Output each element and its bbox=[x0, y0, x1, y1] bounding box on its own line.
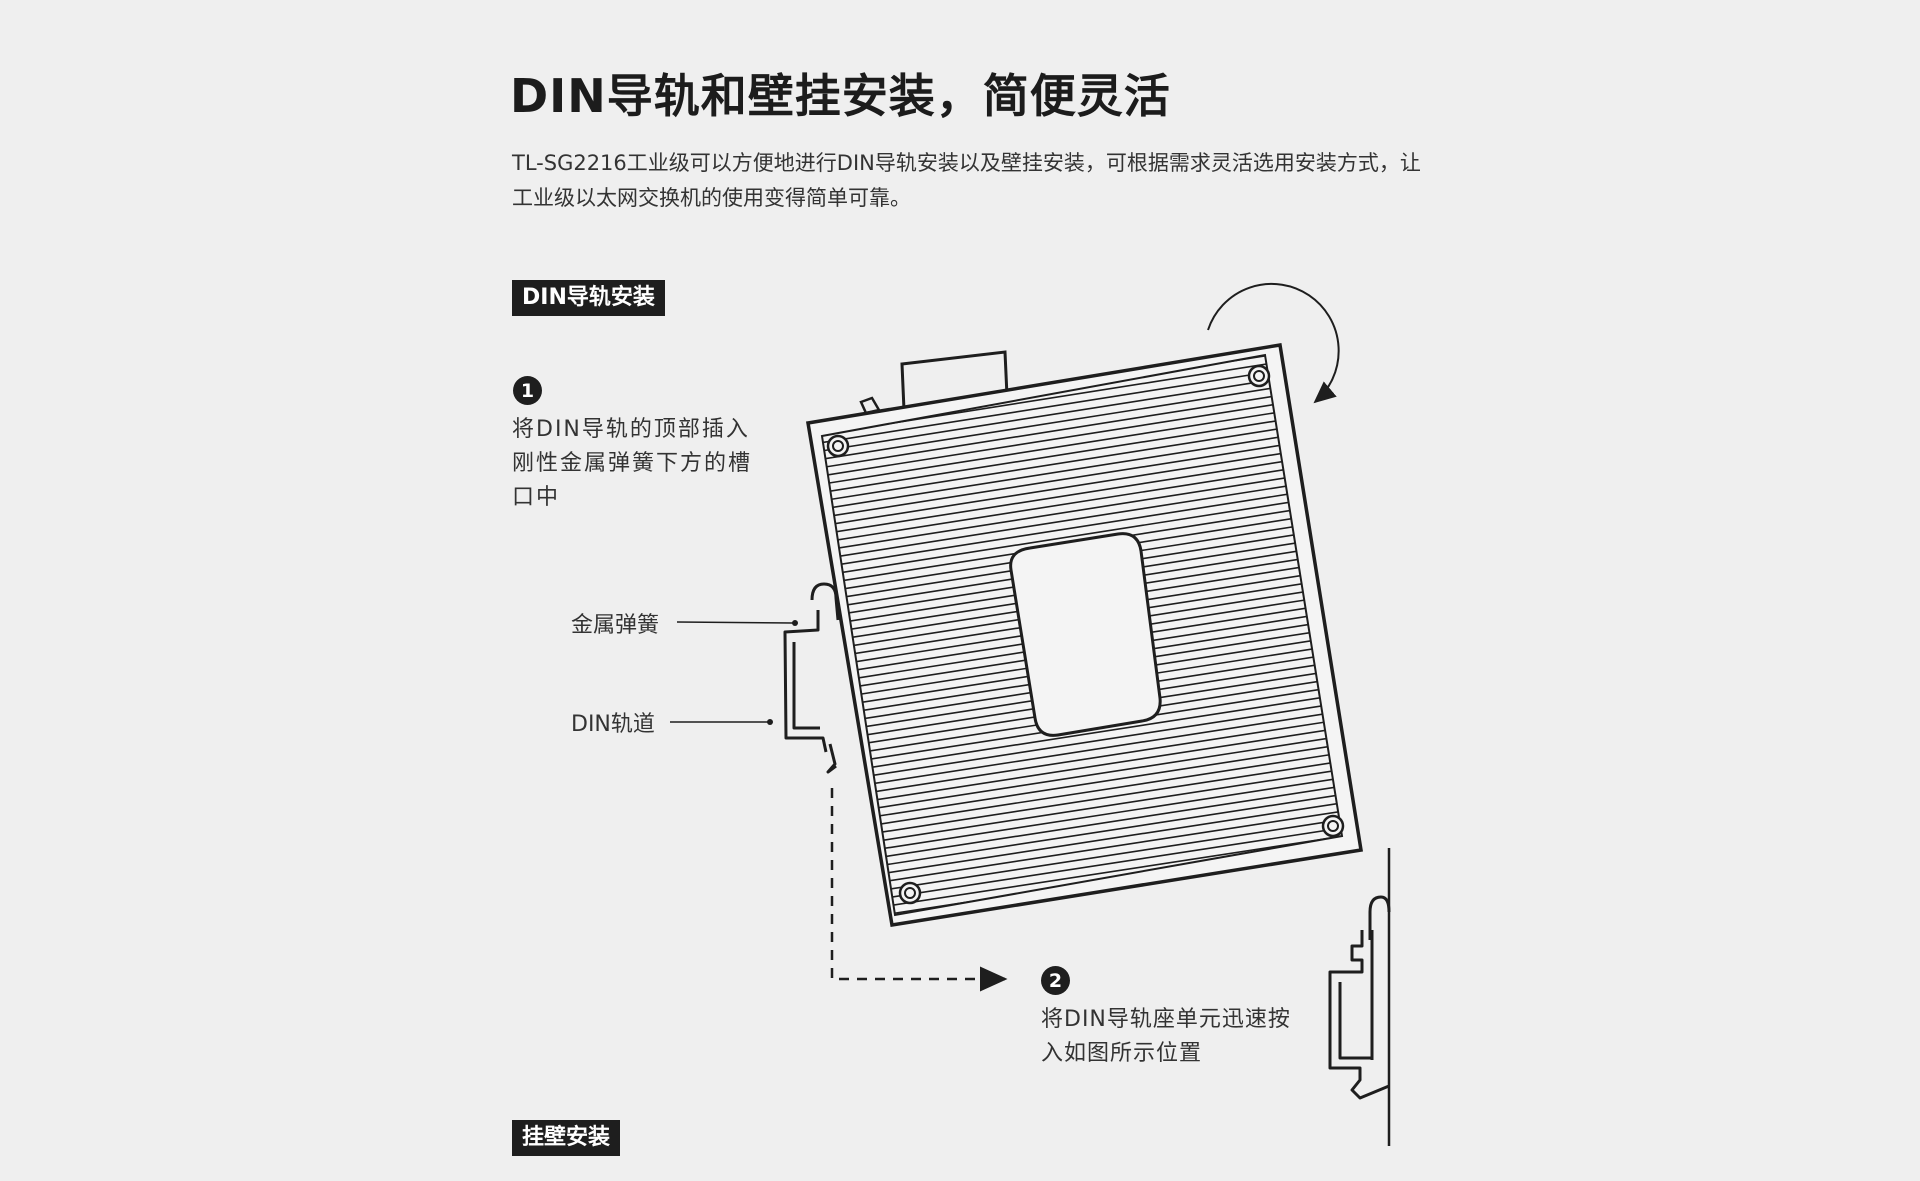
fin-line bbox=[851, 724, 1342, 805]
din-rail-clip bbox=[783, 582, 840, 774]
step-1-text: 将DIN导轨的顶部插入刚性金属弹簧下方的槽口中 bbox=[512, 417, 753, 510]
step-2-text: 将DIN导轨座单元迅速按入如图所示位置 bbox=[1041, 1007, 1291, 1066]
fin-line bbox=[822, 373, 1306, 457]
fin-line bbox=[866, 813, 1342, 894]
callout-leaders bbox=[670, 620, 798, 725]
screw bbox=[826, 434, 850, 458]
screw bbox=[1321, 814, 1345, 838]
device-label-window bbox=[1009, 532, 1162, 737]
fin-line bbox=[867, 821, 1342, 902]
fin-line bbox=[822, 390, 1308, 473]
section-label-wall: 挂壁安装 bbox=[512, 1120, 621, 1156]
screw bbox=[898, 881, 922, 905]
fin-line bbox=[854, 740, 1342, 821]
rotate-arrow-icon bbox=[1207, 282, 1340, 404]
fin-line bbox=[822, 495, 1325, 578]
fin-line bbox=[822, 455, 1319, 538]
fin-line bbox=[862, 789, 1342, 870]
fin-line bbox=[850, 715, 1342, 797]
fin-line bbox=[822, 381, 1307, 465]
fin-line bbox=[847, 699, 1342, 781]
page-title: DIN导轨和壁挂安装，简便灵活 bbox=[510, 69, 1171, 123]
fin-line bbox=[822, 471, 1322, 554]
step-1-badge: 1 bbox=[513, 376, 542, 405]
screw bbox=[1247, 364, 1271, 388]
fin-line bbox=[822, 414, 1312, 497]
page-description: TL-SG2216工业级可以方便地进行DIN导轨安装以及壁挂安装，可根据需求灵活… bbox=[512, 151, 1421, 210]
installed-rail-detail bbox=[1328, 848, 1391, 1146]
fin-line bbox=[822, 430, 1315, 513]
fin-line bbox=[852, 732, 1342, 813]
fin-line bbox=[865, 805, 1342, 886]
fin-line bbox=[822, 438, 1316, 521]
fin-line bbox=[846, 691, 1342, 772]
dashed-arrow-icon bbox=[830, 788, 1008, 992]
fin-line bbox=[822, 479, 1323, 562]
fin-line bbox=[855, 748, 1342, 829]
fin-line bbox=[822, 463, 1320, 546]
fin-line bbox=[856, 756, 1342, 837]
fin-line bbox=[822, 365, 1305, 449]
fin-line bbox=[822, 398, 1310, 481]
step-2-badge: 2 bbox=[1041, 966, 1070, 995]
fin-line bbox=[822, 406, 1311, 489]
fin-line bbox=[869, 829, 1342, 910]
fin-line bbox=[858, 764, 1342, 845]
section-label-din: DIN导轨安装 bbox=[512, 280, 665, 316]
fin-line bbox=[861, 781, 1342, 862]
callout-metal-spring: 金属弹簧 bbox=[571, 613, 660, 638]
fin-line bbox=[822, 447, 1318, 530]
switch-device bbox=[805, 342, 1364, 928]
callout-din-rail: DIN轨道 bbox=[571, 712, 655, 737]
fin-line bbox=[822, 422, 1314, 505]
fin-line bbox=[859, 772, 1342, 853]
fin-line bbox=[863, 797, 1342, 878]
fin-line bbox=[848, 707, 1342, 789]
fin-line bbox=[822, 487, 1324, 570]
